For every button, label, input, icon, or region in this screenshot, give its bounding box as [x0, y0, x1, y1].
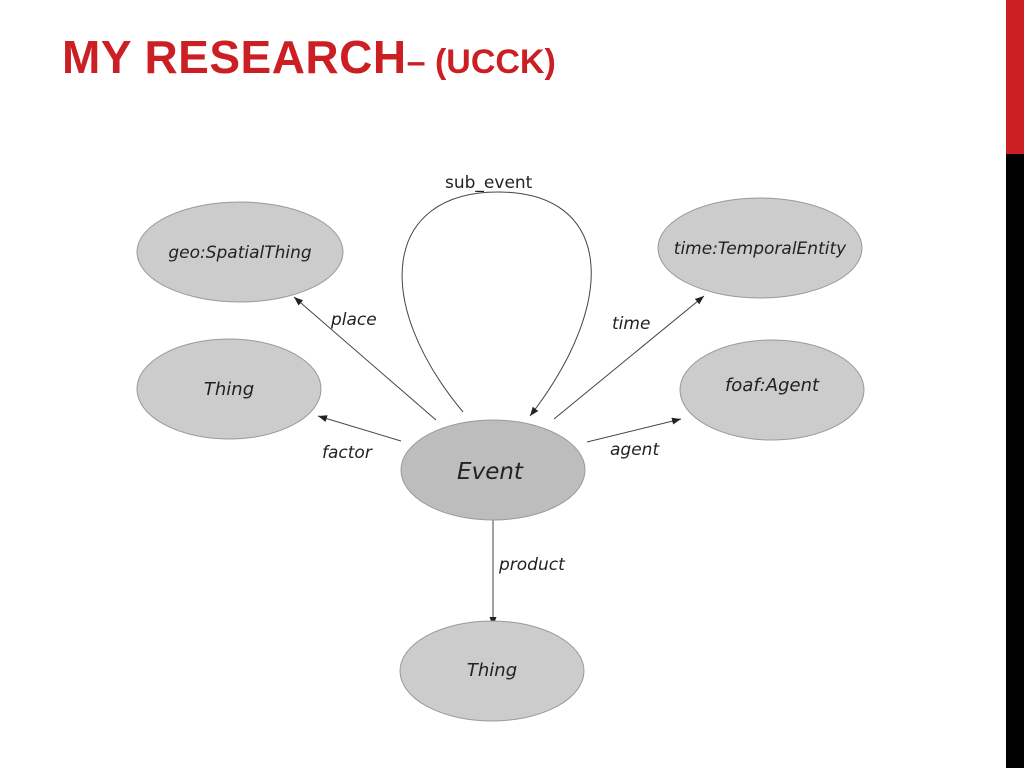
node-labels: geo:SpatialThing time:TemporalEntity Thi…	[168, 239, 847, 681]
edge-place	[293, 296, 437, 421]
edge-factor	[317, 415, 402, 442]
label-place: place	[330, 310, 377, 330]
node-foaf-agent	[679, 339, 865, 441]
accent-bar-red	[1006, 0, 1024, 154]
node-spatial-thing	[136, 201, 344, 303]
label-event: Event	[457, 459, 524, 485]
label-thing-bottom: Thing	[467, 660, 517, 681]
edge-sub-event-loop	[401, 191, 592, 417]
label-thing-left: Thing	[204, 379, 254, 400]
slide-title: MY RESEARCH– (UCCK)	[62, 34, 556, 80]
label-time: time	[612, 314, 650, 334]
label-agent: agent	[610, 440, 660, 460]
node-event	[400, 419, 586, 521]
label-product: product	[498, 555, 566, 575]
edge-time	[553, 295, 705, 420]
nodes	[136, 197, 865, 722]
edges	[293, 191, 705, 626]
label-temporal-entity: time:TemporalEntity	[674, 239, 847, 259]
accent-bar-black	[1006, 154, 1024, 768]
slide-title-main: MY RESEARCH	[62, 31, 407, 83]
node-thing-bottom	[399, 620, 585, 722]
label-spatial-thing: geo:SpatialThing	[168, 243, 312, 263]
edge-agent	[586, 417, 682, 443]
label-foaf-agent: foaf:Agent	[725, 375, 820, 396]
event-ontology-diagram: geo:SpatialThing time:TemporalEntity Thi…	[136, 173, 865, 722]
node-thing-left	[136, 338, 322, 440]
edge-labels: sub_event place time factor agent produc…	[322, 173, 660, 575]
label-factor: factor	[322, 443, 373, 463]
node-temporal-entity	[657, 197, 863, 299]
slide-title-sub: – (UCCK)	[406, 43, 556, 81]
label-sub-event: sub_event	[445, 173, 533, 193]
